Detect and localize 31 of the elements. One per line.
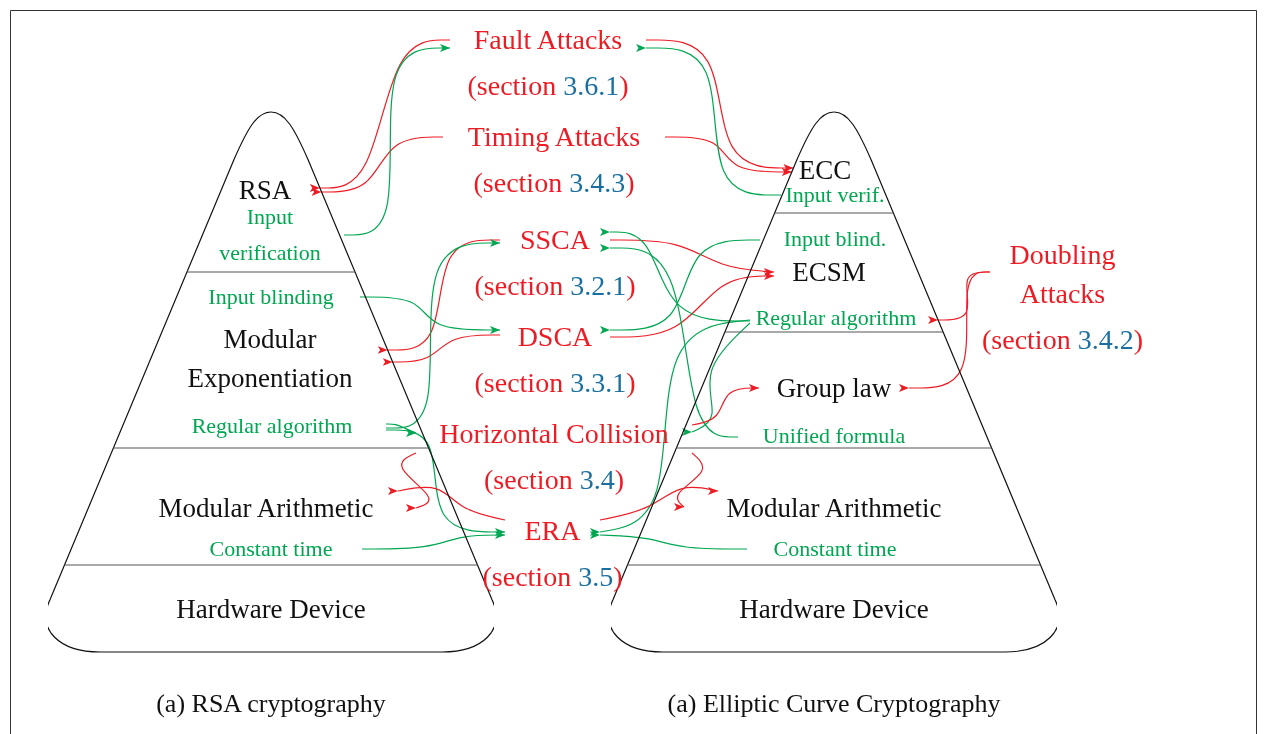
section-reference: (section 3.4.3): [472, 166, 636, 200]
attack-label: ERA: [505, 512, 600, 550]
countermeasure-label: Regular algorithm: [158, 412, 386, 440]
countermeasure-label: Regular algorithm: [750, 305, 922, 331]
layer-label: Modular Exponentiation: [186, 323, 354, 395]
section-reference: (section 3.6.1): [466, 69, 630, 103]
attack-label: DSCA: [500, 318, 610, 356]
figure-caption: (a) Elliptic Curve Cryptography: [666, 688, 1002, 720]
section-reference: (section 3.5): [481, 560, 624, 594]
attack-label: Fault Attacks: [450, 21, 646, 59]
layer-label: Modular Arithmetic: [725, 492, 943, 525]
arrow: [361, 531, 506, 550]
section-reference: (section 3.4.2): [981, 323, 1144, 357]
figure-caption: (a) RSA cryptography: [155, 688, 387, 720]
countermeasure-label: Input blind.: [760, 225, 910, 253]
layer-label: ECSM: [791, 256, 867, 289]
attack-label: Timing Attacks: [443, 118, 665, 156]
countermeasure-label: Input blinding: [182, 283, 360, 311]
section-reference: (section 3.3.1): [473, 366, 637, 400]
layer-label: Hardware Device: [175, 593, 367, 626]
countermeasure-label: Constant time: [747, 535, 923, 563]
attack-label: SSCA: [500, 221, 610, 259]
section-reference: (section 3.2.1): [473, 269, 637, 303]
section-reference: (section 3.4): [483, 463, 625, 497]
layer-label: Hardware Device: [738, 593, 930, 626]
arrow: [385, 423, 417, 434]
countermeasure-label: Constant time: [180, 535, 362, 563]
countermeasure-label: Unified formula: [738, 422, 930, 450]
attack-label: Doubling Attacks: [990, 235, 1135, 313]
layer-label: Group law: [775, 372, 893, 405]
layer-label: Modular Arithmetic: [157, 492, 375, 525]
